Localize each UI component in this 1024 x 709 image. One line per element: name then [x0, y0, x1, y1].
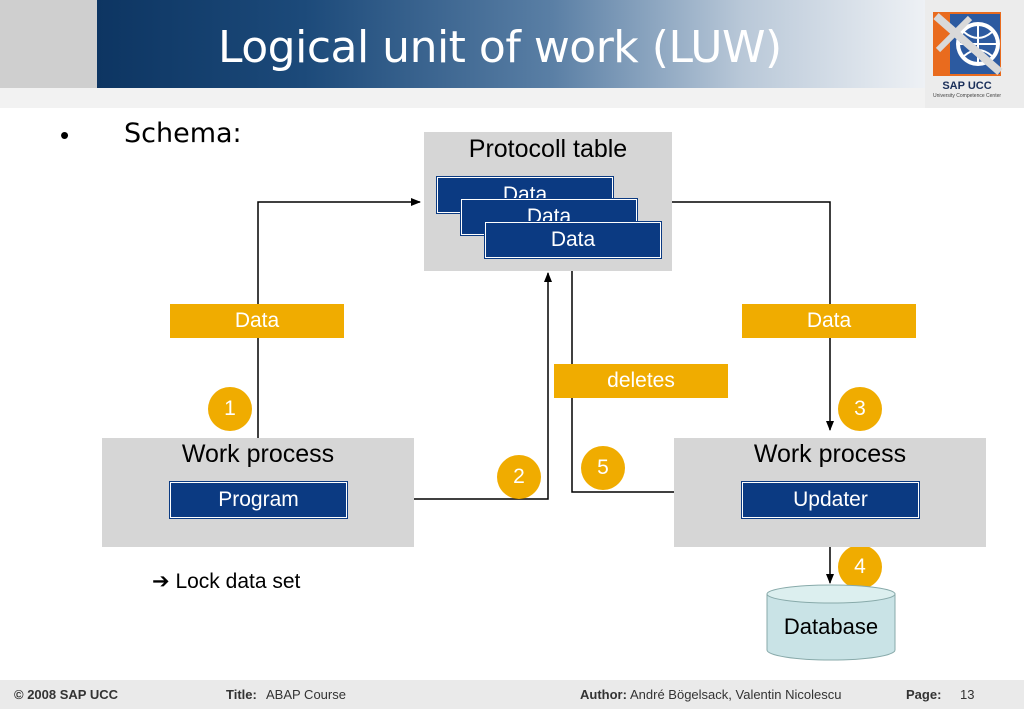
footer-title-value: ABAP Course	[266, 687, 346, 702]
header-lower-strip	[0, 88, 1024, 108]
lock-note: ➔ Lock data set	[152, 569, 300, 594]
header-left-strip	[0, 0, 97, 88]
logo-caption: SAP UCC	[942, 80, 992, 92]
step-3: 3	[838, 387, 882, 431]
protocol-data-3: Data	[485, 222, 661, 258]
schema-label: Schema:	[124, 118, 242, 149]
connector-program-to-table	[257, 198, 421, 438]
connector-updater-delete	[568, 257, 674, 493]
deletes-label: deletes	[554, 364, 728, 398]
right-data-label: Data	[742, 304, 916, 338]
footer-page-key: Page:	[906, 687, 942, 702]
step-4: 4	[838, 545, 882, 589]
slide-footer	[0, 680, 1024, 709]
step-2: 2	[497, 455, 541, 499]
footer-author-key: Author:	[580, 687, 627, 702]
protocol-table-title: Protocoll table	[468, 135, 628, 163]
database-label: Database	[783, 614, 879, 639]
header-band	[97, 0, 925, 88]
step-1: 1	[208, 387, 252, 431]
footer-page-number: 13	[960, 687, 975, 702]
step-5: 5	[581, 446, 625, 490]
right-work-process-title: Work process	[753, 440, 907, 468]
arrow-right-icon: ➔	[152, 570, 170, 593]
footer-author-value: André Bögelsack, Valentin Nicolescu	[630, 687, 842, 702]
sap-ucc-logo-icon	[933, 12, 1003, 76]
updater-box: Updater	[742, 482, 919, 518]
connector-table-to-updater	[672, 201, 834, 431]
lock-note-text: Lock data set	[175, 570, 301, 593]
left-data-label: Data	[170, 304, 344, 338]
slide-title: Logical unit of work (LUW)	[218, 22, 782, 73]
footer-title-key: Title:	[226, 687, 257, 702]
bullet-point: •	[60, 120, 70, 150]
database-cylinder-icon	[766, 584, 896, 661]
logo-subcaption: University Competence Center	[932, 93, 1002, 99]
program-box: Program	[170, 482, 347, 518]
left-work-process-title: Work process	[181, 440, 335, 468]
footer-copyright: © 2008 SAP UCC	[14, 687, 118, 702]
